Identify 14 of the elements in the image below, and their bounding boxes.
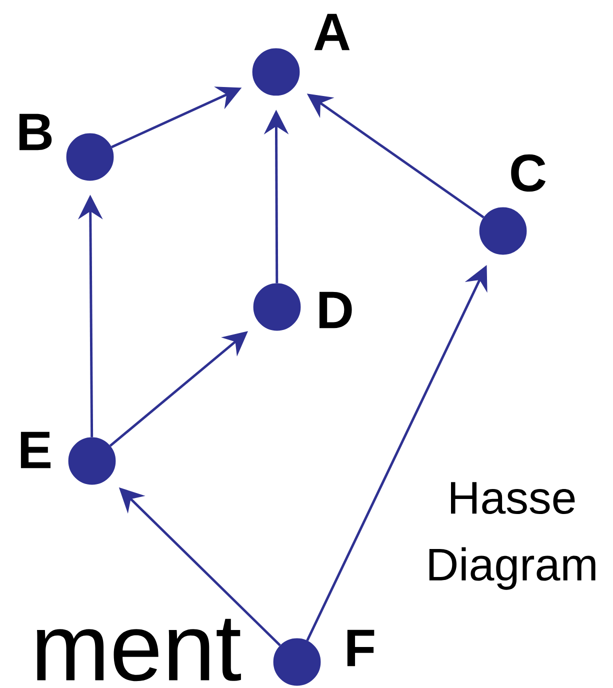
node-label: F	[347, 630, 374, 666]
partial-text: ment	[36, 618, 241, 682]
node-label: B	[20, 114, 52, 150]
dot	[66, 133, 114, 181]
node-label: E	[20, 432, 50, 468]
dot	[273, 638, 321, 686]
node-label: D	[320, 292, 352, 328]
dot	[253, 283, 301, 331]
node-label: C	[511, 154, 546, 192]
caption-text: Hasse Diagram	[429, 482, 596, 590]
dot	[479, 207, 527, 255]
node-label: A	[314, 14, 350, 50]
dot	[252, 48, 300, 96]
dot	[68, 437, 116, 485]
